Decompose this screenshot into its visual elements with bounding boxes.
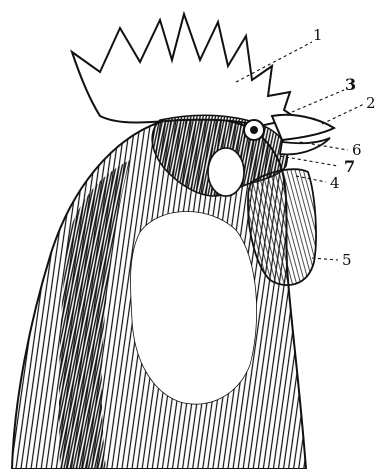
leader-5 (312, 258, 338, 260)
leader-7 (280, 156, 338, 166)
label-4: 4 (330, 174, 340, 192)
label-1: 1 (313, 26, 323, 44)
label-3: 3 (345, 75, 356, 94)
leader-2 (322, 104, 364, 124)
comb (72, 14, 296, 126)
leader-3 (292, 90, 344, 112)
eye (244, 120, 264, 140)
label-7: 7 (344, 157, 355, 176)
earlobe (208, 148, 244, 196)
label-2: 2 (366, 94, 376, 112)
label-5: 5 (342, 251, 352, 269)
beak (272, 115, 334, 155)
callout-labels: 1 3 2 6 7 4 5 (313, 26, 376, 269)
